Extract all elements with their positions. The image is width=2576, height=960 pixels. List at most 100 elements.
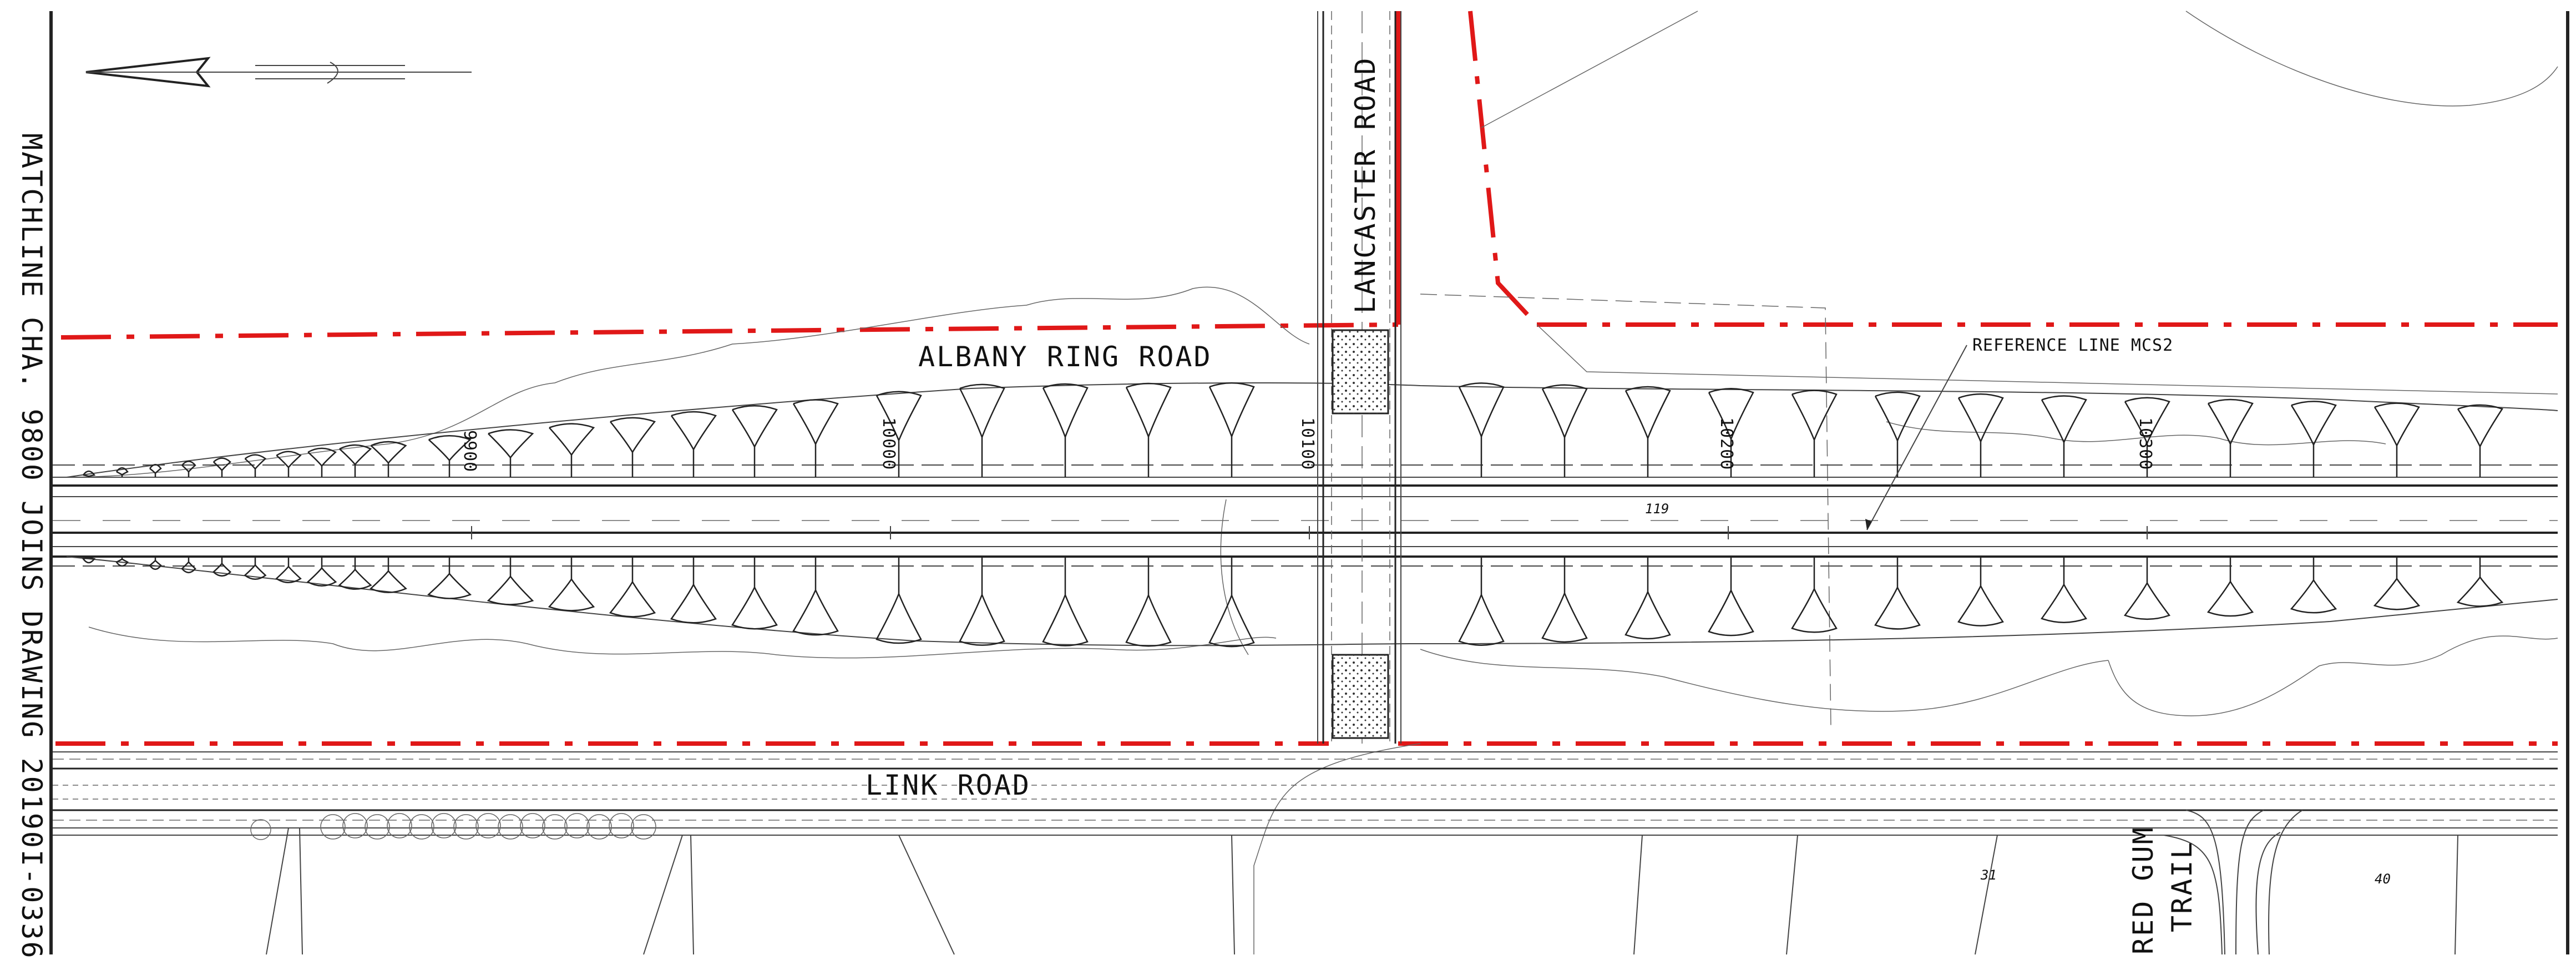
tree-symbol <box>339 444 372 477</box>
albany-ring-road-carriageway <box>53 464 2558 567</box>
tree-symbol <box>2123 557 2171 620</box>
chainage-10000: 10000 <box>879 417 898 470</box>
tree-symbol <box>275 557 302 583</box>
tree-symbol <box>1541 557 1588 643</box>
red-gum-trail-label-2: TRAIL <box>2166 840 2198 932</box>
tree-symbol <box>1957 393 2004 477</box>
tree-symbol <box>427 557 472 599</box>
background-linework <box>1253 11 2558 954</box>
tree-symbol <box>82 470 96 477</box>
tree-symbol <box>2373 402 2420 477</box>
tree-symbol <box>549 423 595 477</box>
tree-symbol <box>1208 382 1255 477</box>
chainage-10200: 10200 <box>1717 417 1736 470</box>
tree-symbol <box>610 417 656 477</box>
tree-symbol <box>1125 557 1172 647</box>
chainage-10300: 10300 <box>2135 417 2155 470</box>
lot-label-31: 31 <box>1980 867 1997 883</box>
tree-symbol <box>2373 557 2421 610</box>
link-road-carriageway <box>53 751 2558 836</box>
tree-symbol <box>149 557 162 570</box>
tree-symbol <box>149 464 162 477</box>
tree-symbol <box>115 467 129 477</box>
tree-symbol <box>181 557 196 574</box>
property-boundary <box>55 11 2558 746</box>
tree-symbol <box>487 557 534 605</box>
lot-label-40: 40 <box>2375 871 2391 887</box>
tree-symbol <box>1125 382 1172 477</box>
tree-symbol <box>959 557 1005 646</box>
red-gum-trail-road <box>2185 810 2303 955</box>
tree-symbol <box>181 461 196 477</box>
north-arrow-icon <box>85 57 472 88</box>
lower-tree-row-envelope <box>66 556 2558 646</box>
lancaster-road-label: LANCASTER ROAD <box>1349 57 1381 314</box>
tree-symbol <box>1042 557 1089 646</box>
chainage-10100: 10100 <box>1298 417 1317 470</box>
street-trees-lower <box>82 557 2504 648</box>
red-gum-trail-label-1: RED GUM <box>2127 826 2159 954</box>
street-trees-upper <box>82 382 2503 477</box>
tree-symbol <box>1957 557 2004 626</box>
tree-symbol <box>1791 557 1838 633</box>
tree-symbol <box>1708 557 1754 636</box>
tree-symbol <box>115 557 129 567</box>
tree-symbol <box>307 447 337 477</box>
tree-symbol <box>2457 404 2503 477</box>
tree-symbol <box>792 557 839 636</box>
reference-line-callout-leader <box>1865 345 1967 530</box>
tree-symbol <box>370 557 407 593</box>
tree-symbol <box>276 451 302 477</box>
tree-symbol <box>1624 557 1671 640</box>
tree-symbol <box>1208 557 1255 648</box>
matchline-label-left: MATCHLINE CHA. 9800 JOINS DRAWING 20190I… <box>16 133 48 960</box>
tree-symbol <box>212 557 232 577</box>
upper-tree-row-envelope <box>66 382 2558 478</box>
tree-symbol <box>731 405 778 477</box>
tree-symbol <box>731 557 778 630</box>
tree-symbol <box>306 557 337 587</box>
tree-canopy-outlines <box>66 286 2558 716</box>
tree-symbol <box>875 557 922 644</box>
tree-symbol <box>244 454 267 477</box>
tree-symbol <box>792 399 839 477</box>
tree-symbol <box>1042 383 1089 477</box>
tree-symbol <box>2290 557 2337 614</box>
albany-ring-road-label: ALBANY RING ROAD <box>918 341 1212 373</box>
reference-line-callout-label: REFERENCE LINE MCS2 <box>1972 336 2173 355</box>
tree-symbol <box>670 557 717 624</box>
reference-line-ticks <box>471 526 2148 539</box>
tree-symbol <box>609 557 656 618</box>
tree-symbol <box>1458 382 1505 477</box>
tree-symbol <box>1708 388 1754 477</box>
tree-symbol <box>670 411 717 477</box>
tree-symbol <box>244 557 267 580</box>
tree-symbol <box>428 435 472 477</box>
tree-symbol <box>548 557 595 612</box>
lancaster-road-carriageway <box>1317 11 1401 744</box>
tree-symbol <box>2206 557 2254 617</box>
tree-symbol <box>1874 557 1921 630</box>
tree-symbol <box>1624 386 1671 477</box>
property-parcels <box>266 827 2458 955</box>
tree-symbol <box>213 457 231 477</box>
tree-symbol <box>2456 557 2504 607</box>
tree-symbol <box>1874 391 1921 477</box>
tree-symbol <box>370 441 407 477</box>
chainage-9900: 9900 <box>460 430 479 472</box>
tree-symbol <box>2041 557 2087 623</box>
link-road-label: LINK ROAD <box>866 769 1031 801</box>
tree-symbol <box>875 391 922 477</box>
tree-symbol <box>338 557 372 590</box>
tree-symbol <box>488 429 534 477</box>
tree-symbol <box>2290 401 2337 477</box>
tree-symbol <box>959 383 1005 477</box>
tree-symbol <box>1541 384 1588 477</box>
pedestrian-crossing-north <box>1332 329 1389 415</box>
level-label-119: 119 <box>1645 501 1669 517</box>
pedestrian-crossing-south <box>1332 654 1389 739</box>
tree-symbol <box>1791 390 1838 477</box>
tree-symbol <box>2207 398 2254 477</box>
roadside-shrubs <box>250 813 656 840</box>
